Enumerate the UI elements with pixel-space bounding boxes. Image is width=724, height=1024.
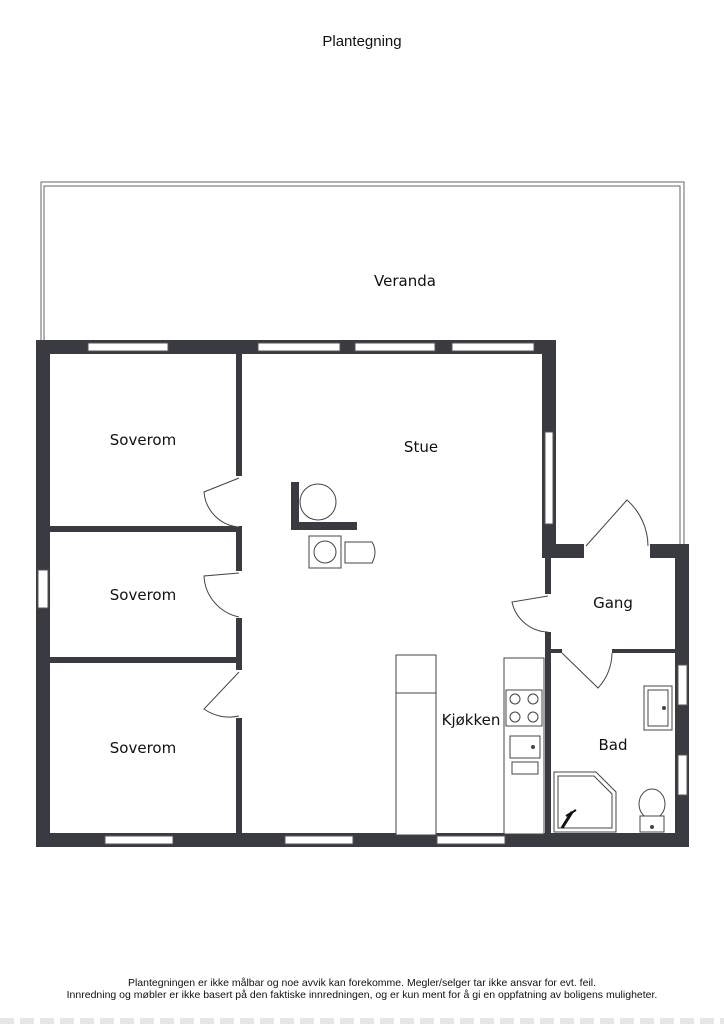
bathroom-fixtures [553,685,673,833]
room-label-soverom-3: Soverom [110,739,176,757]
living-furniture [291,482,376,569]
door-bedroom-2 [203,572,240,618]
window [544,431,554,525]
kitchen-sink [509,735,541,759]
stove-burner [527,693,539,705]
window [677,664,688,706]
wall-bedroom-stue-4 [236,718,242,836]
door-gang [511,595,549,633]
window [284,835,354,845]
sofa-base [291,522,357,530]
disclaimer-line-2: Innredning og møbler er ikke basert på d… [66,989,658,1001]
room-label-veranda: Veranda [374,272,436,290]
stove-burner [509,711,521,723]
kitchen-sink-basin [511,761,539,775]
window [37,569,49,609]
toilet-bowl [638,788,666,820]
room-label-gang: Gang [593,594,633,612]
window [451,342,535,352]
toilet-tank [639,815,665,833]
room-label-bad: Bad [598,736,627,754]
wall-bedroom-divider-1 [48,526,242,532]
wall-gang-bad-left [548,649,562,653]
stove-burner [527,711,539,723]
stove-burner [509,693,521,705]
room-label-soverom-2: Soverom [110,586,176,604]
veranda-outline [40,181,685,544]
page-title: Plantegning [322,33,402,50]
window [104,835,174,845]
wall-gang-left [545,552,551,594]
disclaimer: Plantegningen er ikke målbar og noe avvi… [0,977,724,1001]
wall-bedroom-stue-2 [236,526,242,571]
door-entrance [585,499,649,547]
wall-bedroom-stue-3 [236,618,242,670]
wall-gang-bad-right [612,649,678,653]
wall-bedroom-divider-2 [48,657,242,663]
room-label-soverom-1: Soverom [110,431,176,449]
room-label-stue: Stue [404,438,438,456]
window [354,342,436,352]
window [436,835,506,845]
wall-gang-top [542,544,584,558]
door-bad [561,652,613,689]
wall-bedroom-stue-1 [236,352,242,476]
shower-head [560,811,574,829]
doors [203,477,649,718]
chair [344,541,376,564]
wall-bad-left [545,632,551,833]
armchair [299,483,337,521]
door-bedroom-1 [203,477,240,528]
kitchen [395,654,545,836]
room-label-kjokken: Kjøkken [442,711,501,729]
window [87,342,169,352]
disclaimer-line-1: Plantegningen er ikke målbar og noe avvi… [127,977,597,989]
window [677,754,688,796]
lamp [313,540,337,564]
window [257,342,341,352]
door-bedroom-3 [203,671,240,718]
bottom-strip [0,1018,724,1024]
kitchen-island [395,654,437,836]
sofa-back [291,482,299,528]
windows [37,342,688,845]
wall-bottom [36,833,689,847]
